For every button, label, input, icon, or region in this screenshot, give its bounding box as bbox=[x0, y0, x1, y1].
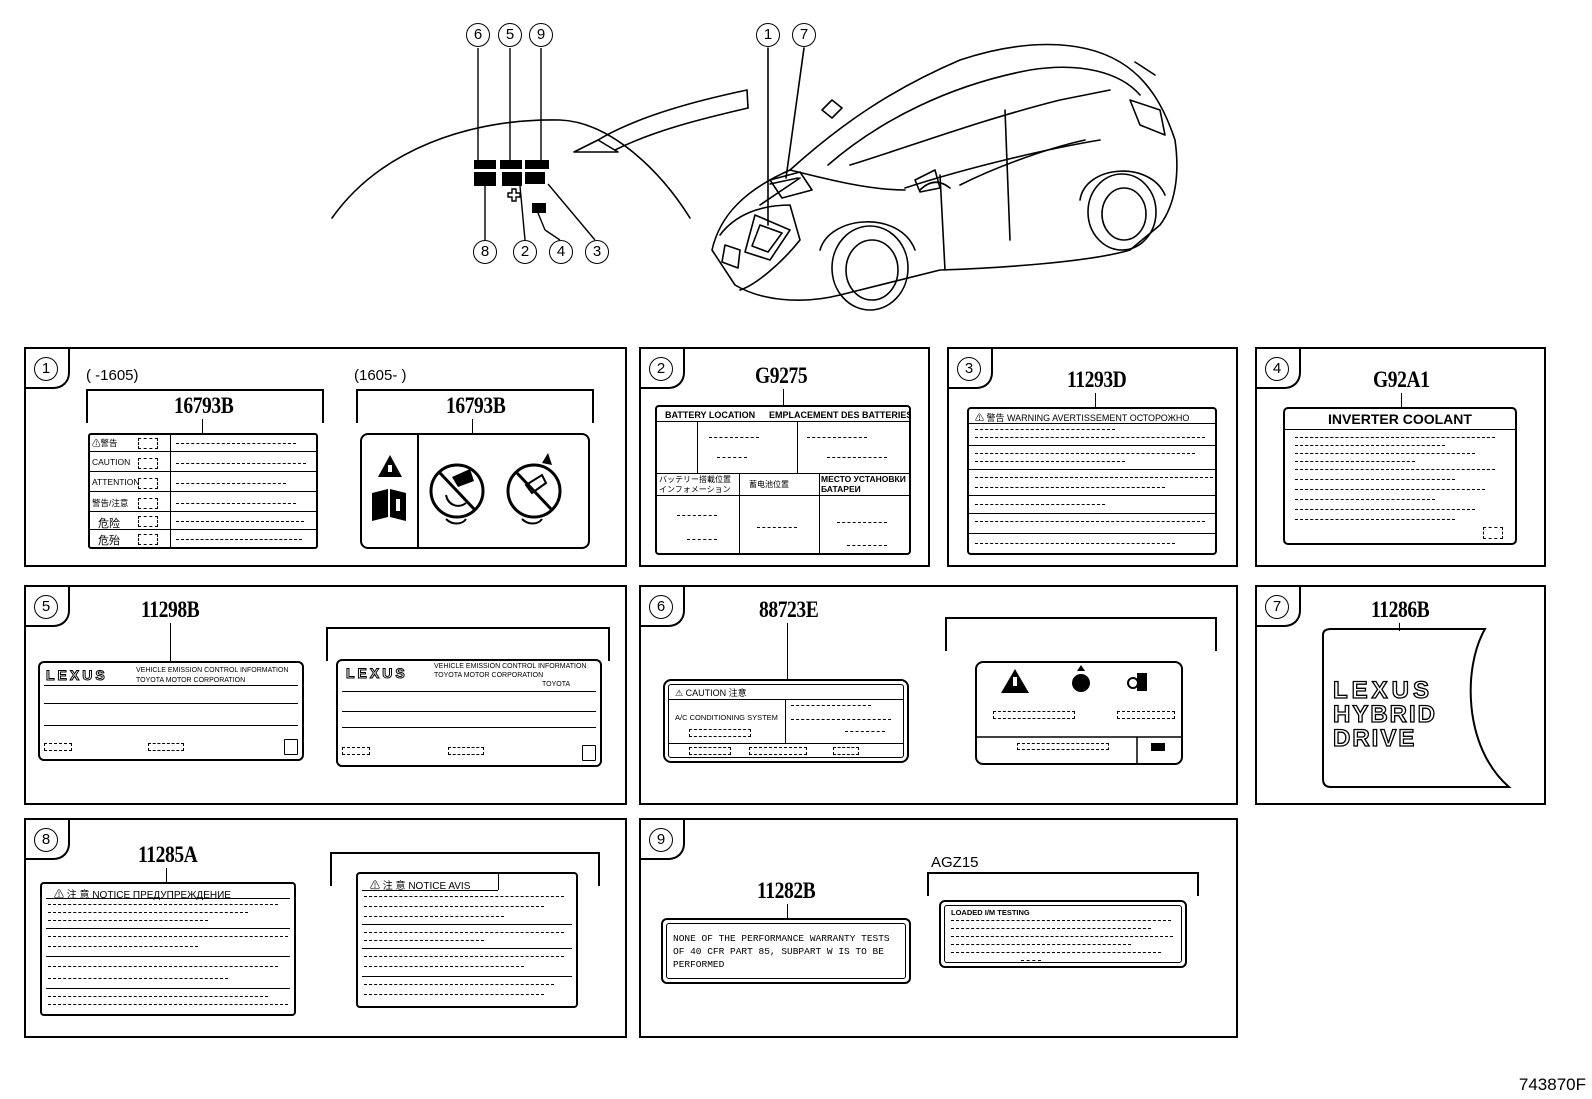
part-number-b: 16793B bbox=[446, 393, 506, 418]
callout-4: 4 bbox=[549, 240, 573, 264]
vehicle-overview-drawing bbox=[331, 43, 1178, 311]
label-g9275: BATTERY LOCATION EMPLACEMENT DES BATTERI… bbox=[655, 405, 911, 555]
callout-1: 1 bbox=[756, 23, 780, 47]
label-g92a1: INVERTER COOLANT bbox=[1283, 407, 1517, 545]
panel-number: 4 bbox=[1265, 357, 1289, 381]
panel-number: 9 bbox=[649, 828, 673, 852]
part-number: 88723E bbox=[759, 597, 819, 622]
diagram-id: 743870F bbox=[1518, 1075, 1586, 1094]
panel-2: 2 G9275 BATTERY LOCATION EMPLACEMENT DES… bbox=[639, 347, 930, 567]
callout-6: 6 bbox=[466, 23, 490, 47]
part-number: G92A1 bbox=[1373, 367, 1430, 392]
panel-number: 1 bbox=[34, 357, 58, 381]
panel-1: 1 ( -1605) (1605- ) 16793B 16793B ⚠警告 CA… bbox=[24, 347, 627, 567]
callout-5: 5 bbox=[498, 23, 522, 47]
label-88723e-b bbox=[975, 661, 1183, 765]
emblem-lexus: LEXUS bbox=[1332, 676, 1434, 704]
panel-9: 9 11282B AGZ15 NONE OF THE PERFORMANCE W… bbox=[639, 818, 1238, 1038]
label-88723e-a: ⚠ CAUTION 注意 A/C CONDITIONING SYSTEM bbox=[663, 679, 909, 763]
range-after: (1605- ) bbox=[354, 367, 407, 384]
panel-number: 3 bbox=[957, 357, 981, 381]
emblem-hybrid: HYBRID bbox=[1332, 700, 1438, 728]
label-11298b-b: LEXUS VEHICLE EMISSION CONTROL INFORMATI… bbox=[336, 659, 602, 767]
hybrid-emblem-outline bbox=[1322, 628, 1512, 788]
label-11282b: NONE OF THE PERFORMANCE WARRANTY TESTS O… bbox=[661, 918, 911, 984]
part-number: G9275 bbox=[755, 363, 808, 388]
part-number: 11286B bbox=[1371, 597, 1430, 622]
panel-number: 5 bbox=[34, 595, 58, 619]
panel-7: 7 11286B LEXUS HYBRID DRIVE bbox=[1255, 585, 1546, 805]
callout-2: 2 bbox=[513, 240, 537, 264]
range-agz15: AGZ15 bbox=[931, 854, 979, 871]
panel-number: 8 bbox=[34, 828, 58, 852]
callout-3: 3 bbox=[585, 240, 609, 264]
callout-7: 7 bbox=[792, 23, 816, 47]
panel-3: 3 11293D ⚠ 警告 WARNING AVERTISSEMENT ОСТО… bbox=[947, 347, 1238, 567]
part-number: 11298B bbox=[141, 597, 200, 622]
part-number-a: 16793B bbox=[174, 393, 234, 418]
callout-9: 9 bbox=[529, 23, 553, 47]
label-11285a-b: ⚠ 注 意 NOTICE AVIS bbox=[356, 872, 578, 1008]
callout-8: 8 bbox=[473, 240, 497, 264]
label-11293d: ⚠ 警告 WARNING AVERTISSEMENT ОСТОРОЖНО bbox=[967, 407, 1217, 555]
panel-8: 8 11285A ⚠ 注 意 NOTICE ПРЕДУПРЕЖДЕНИЕ ⚠ 注… bbox=[24, 818, 627, 1038]
panel-number: 2 bbox=[649, 357, 673, 381]
panel-number: 6 bbox=[649, 595, 673, 619]
part-number: 11285A bbox=[138, 842, 198, 867]
label-11298b-a: LEXUS VEHICLE EMISSION CONTROL INFORMATI… bbox=[38, 661, 304, 761]
label-16793b-text: ⚠警告 CAUTION ATTENTION 警告/注意 危险 危殆 bbox=[88, 433, 318, 549]
panel-6: 6 88723E ⚠ CAUTION 注意 A/C CONDITIONING S… bbox=[639, 585, 1238, 805]
part-number: 11293D bbox=[1067, 367, 1127, 392]
part-number: 11282B bbox=[757, 878, 816, 903]
panel-number: 7 bbox=[1265, 595, 1289, 619]
label-loaded-im-testing: LOADED I/M TESTING bbox=[939, 900, 1187, 968]
label-16793b-pictogram bbox=[360, 433, 590, 549]
panel-5: 5 11298B LEXUS VEHICLE EMISSION CONTROL … bbox=[24, 585, 627, 805]
label-11285a-a: ⚠ 注 意 NOTICE ПРЕДУПРЕЖДЕНИЕ bbox=[40, 882, 296, 1016]
range-before: ( -1605) bbox=[86, 367, 139, 384]
emblem-drive: DRIVE bbox=[1332, 724, 1417, 752]
panel-4: 4 G92A1 INVERTER COOLANT bbox=[1255, 347, 1546, 567]
